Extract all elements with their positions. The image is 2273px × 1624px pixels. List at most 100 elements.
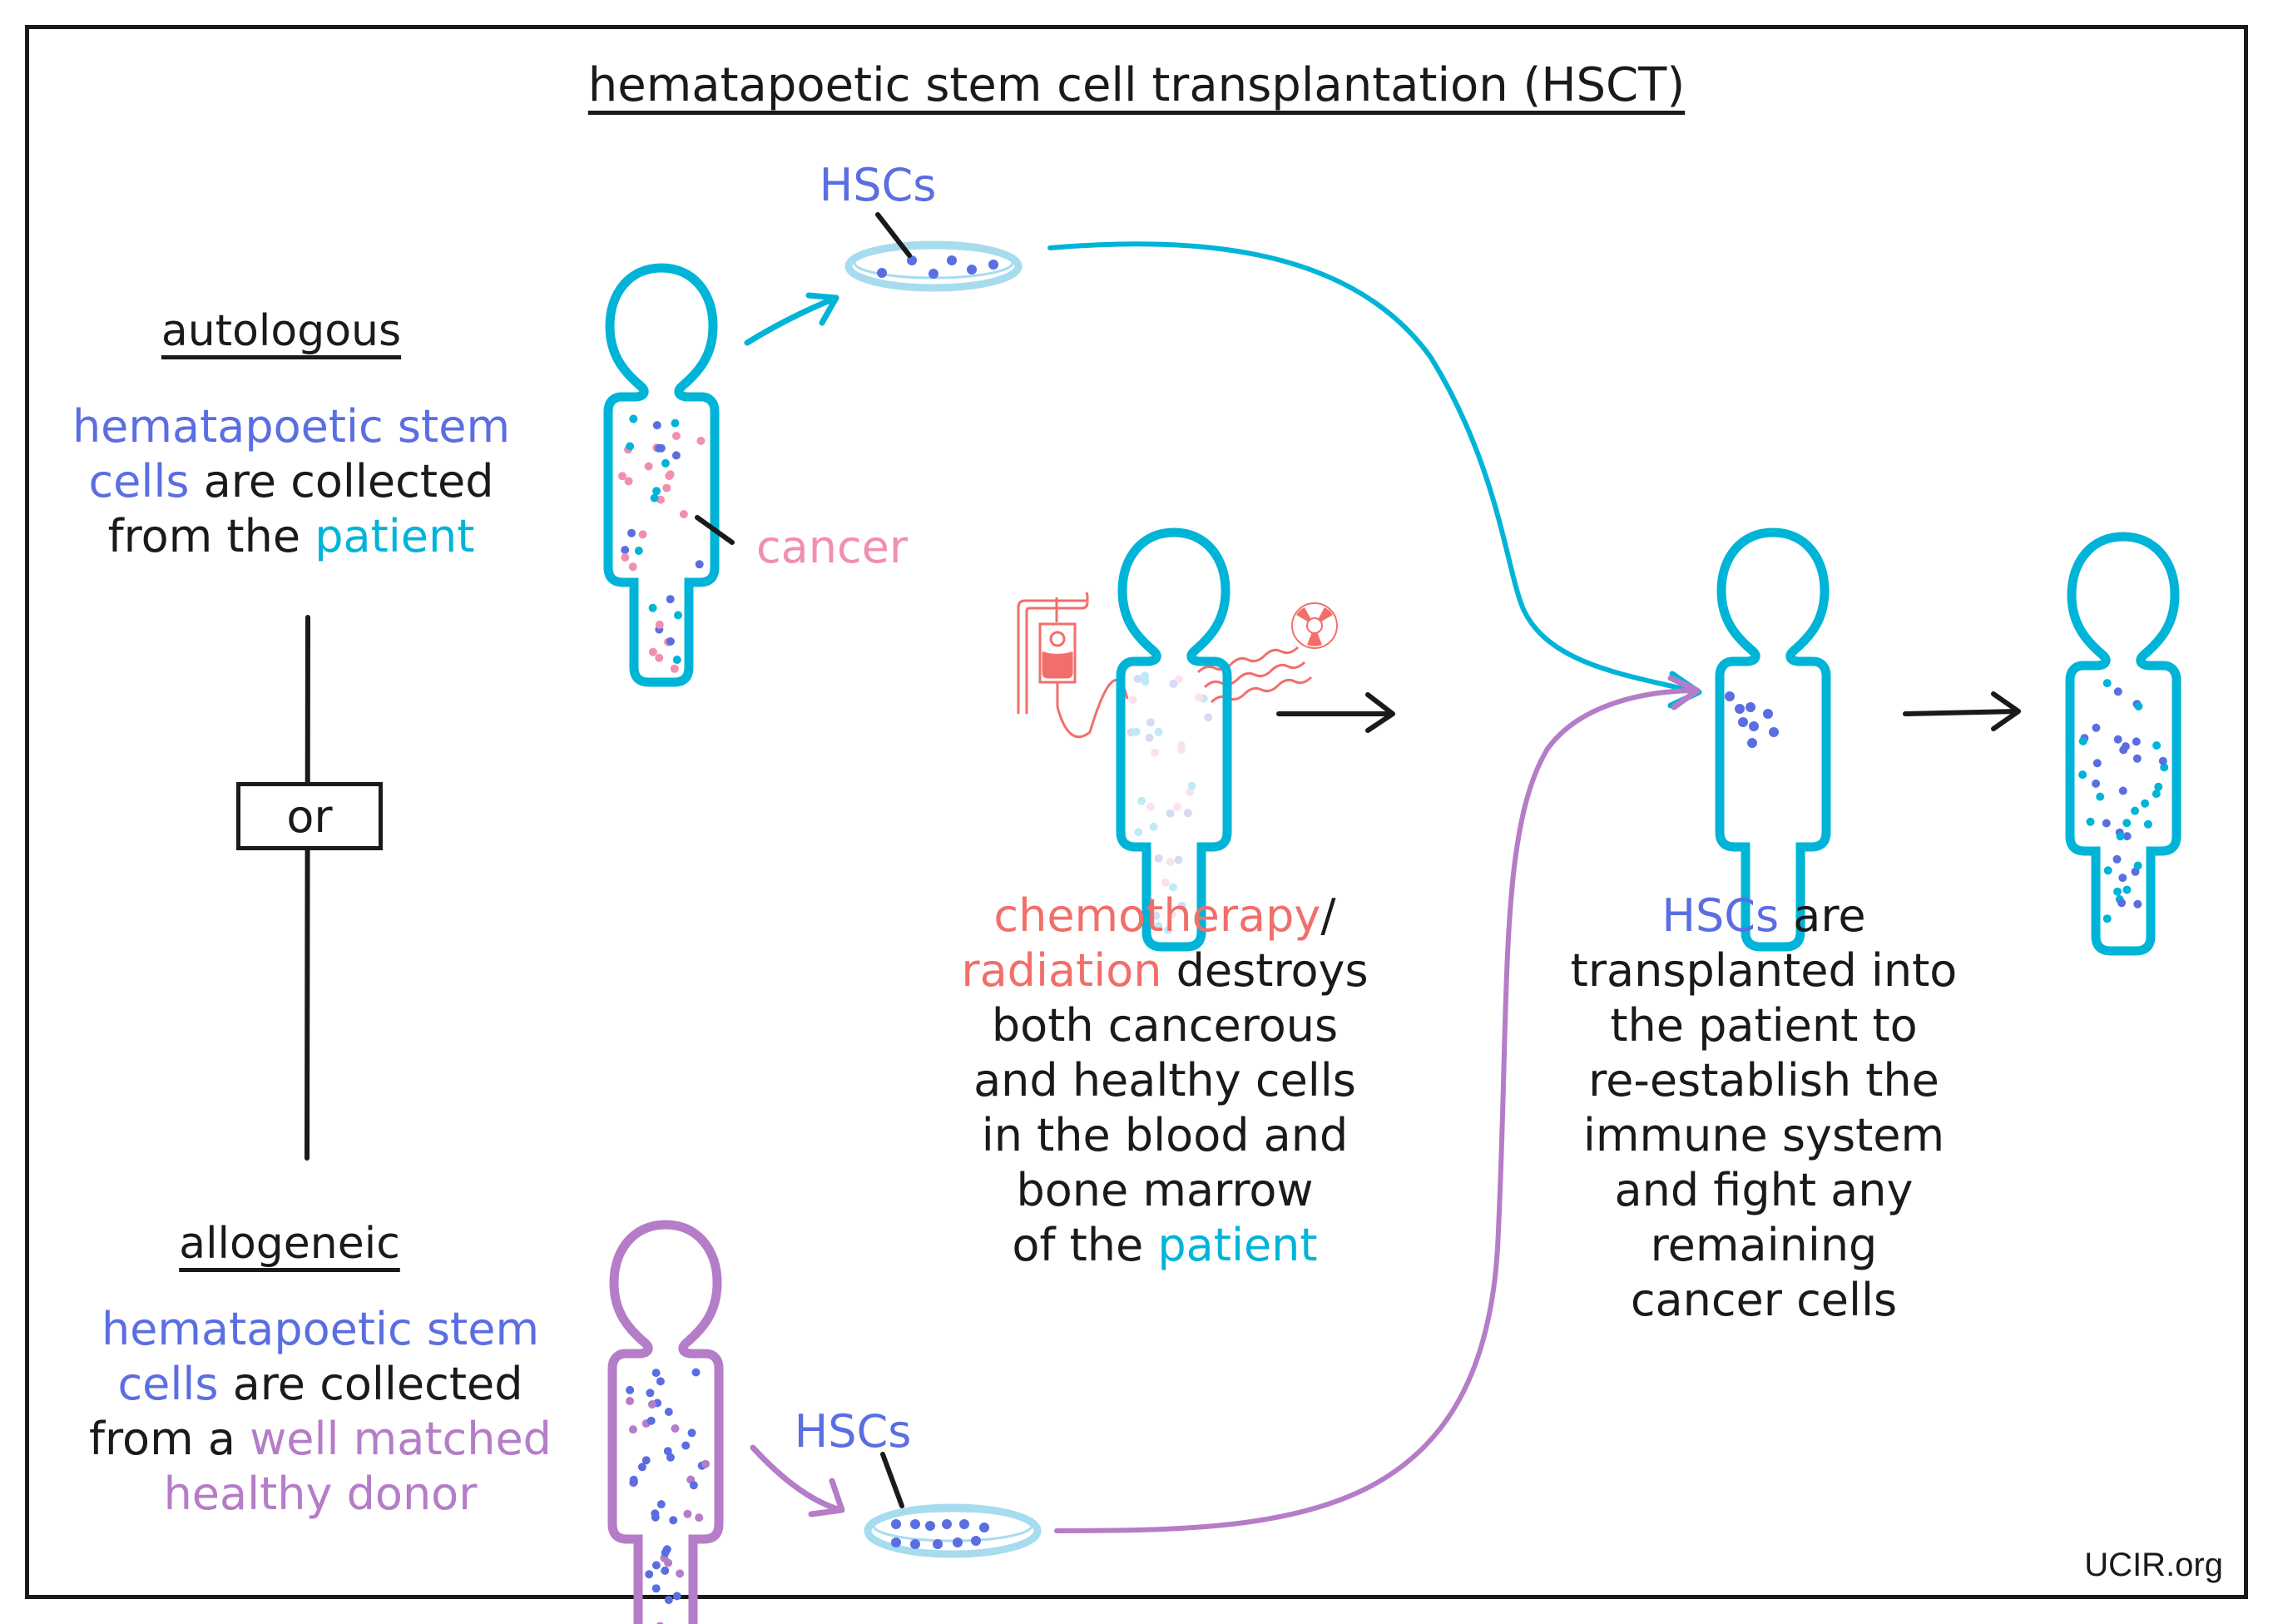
cell-dot [695,560,704,569]
stem-cells-term: hematapoetic stem [72,400,511,453]
cell-dot [695,1513,704,1522]
cell-dot [1133,675,1142,683]
cell-dot [2132,737,2141,746]
radiation-waves [1196,646,1313,704]
cell-dot [2133,861,2142,870]
cell-dot [1163,926,1172,934]
cell-dot [1199,694,1208,703]
text-line: the patient to [1610,999,1918,1052]
cell-dot [2117,899,2127,908]
cell-dot [666,1453,675,1462]
cell-dot [661,1548,670,1557]
blood-cell-dots [618,414,706,673]
cell-dot [1141,677,1150,686]
cell-dot [1186,788,1195,797]
allogeneic-heading: allogeneic [179,1219,400,1269]
arrow-head-icon [1667,675,1701,710]
cell-dot [2160,763,2169,772]
text-line: transplanted into [1570,944,1958,997]
cell-dot [683,1509,692,1518]
cell-dot [2086,817,2095,826]
text-fragment: from the [107,510,315,562]
cell-dot [626,1385,635,1394]
cell-dot [2102,819,2111,828]
cell-dot [651,1584,661,1593]
cell-dot [628,1425,637,1434]
cell-dot [671,432,681,440]
cancer-label: cancer [755,521,909,573]
cell-dot [701,1459,710,1468]
cell-dot [648,603,657,612]
hscs-term: HSCs [1661,889,1780,942]
cell-dot [662,483,671,493]
transplanted-patient-figure [1720,532,1826,947]
cell-dot [1161,878,1170,887]
cell-dot [655,620,664,629]
hscs-label-top: HSCs [819,159,937,211]
recovered-patient-figure [2070,537,2176,951]
cell-dot [651,1509,660,1518]
allogeneic-description: hematapoetic stem cells are collected fr… [33,1302,607,1522]
cell-dot [638,530,647,539]
cell-dot [651,1369,661,1378]
cancer-pointer-line [695,515,735,545]
cell-dot [2158,756,2167,765]
cell-dot [669,1516,678,1525]
cell-dot [2102,914,2112,923]
cell-dot [650,493,659,503]
text-fragment: are collected [218,1358,523,1410]
arrow-right-icon [1276,692,1395,733]
cell-dot [1166,857,1175,866]
cell-dot [646,1389,655,1398]
cell-dot [637,1463,646,1472]
cell-dot [1154,922,1163,931]
text-fragment: destroys [1161,944,1369,997]
cell-dot [672,656,681,664]
cell-dot [691,1368,701,1377]
cell-dot [1145,733,1154,742]
patient-term: patient [314,510,475,562]
cells-term: cells [88,455,190,508]
cell-dot [2078,736,2087,745]
cell-dot [651,1561,661,1570]
transplant-description: HSCs are transplanted into the patient t… [1514,889,2013,1328]
cell-dot [2103,866,2112,875]
diagram-frame [25,25,2248,1599]
cell-dot [2078,770,2087,780]
cell-dot [2134,702,2143,710]
cell-dot [1177,745,1186,755]
cell-dot [671,451,681,460]
cell-dot [641,1456,651,1465]
radiation-term: radiation [961,944,1162,997]
cells-term: cells [117,1358,219,1410]
cell-dot [2122,885,2132,894]
text-fragment: are [1779,889,1866,942]
faded-cell-dots [1127,671,1213,934]
iv-bag-biohazard-icon [1017,592,1129,739]
cell-dot [646,1416,656,1425]
cell-dot [2122,819,2132,828]
cell-dot [2141,799,2150,808]
text-line: in the blood and [981,1109,1349,1161]
cell-dot [1169,679,1178,688]
donor-figure [612,1225,719,1624]
radiation-symbol-icon [1291,602,1338,649]
cell-dot [2152,741,2162,750]
cell-dot [2113,687,2122,696]
cell-dot [1134,828,1143,837]
cell-dot [2132,754,2142,763]
cell-dot [624,477,633,486]
text-line: both cancerous [991,999,1339,1052]
text-line: remaining [1650,1219,1878,1271]
cell-dot [1176,740,1186,750]
cell-dot [629,414,638,423]
cell-dot [671,418,680,428]
cell-dot [672,1592,681,1601]
hscs-label-bottom: HSCs [794,1405,912,1458]
text-fragment: / [1320,889,1336,942]
cell-dot [1204,713,1213,722]
text-line: immune system [1582,1109,1945,1161]
arrow-right-icon [1903,691,2021,731]
cell-dot [1154,854,1163,863]
cell-dot [1183,809,1192,818]
